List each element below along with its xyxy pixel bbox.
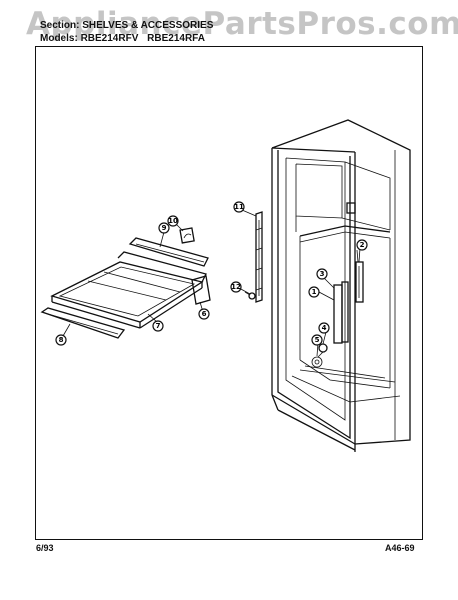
svg-text:7: 7 [156,322,161,330]
model-number-1: RBE214RFV [80,33,139,44]
callout-8: 8 [55,334,67,346]
part-8-front-trim [40,307,126,339]
callout-12: 12 [230,281,242,293]
callout-9: 9 [158,222,170,234]
svg-text:4: 4 [322,324,327,332]
svg-text:12: 12 [231,283,241,291]
part-7-shelf-assembly [50,251,211,329]
freezer-clip [346,202,356,214]
callout-11: 11 [233,201,245,213]
diagram-frame [35,46,423,540]
model-number-2: RBE214RFA [147,33,205,44]
svg-text:9: 9 [162,224,167,232]
watermark: AppliancePartsPros.com [26,6,458,42]
footer-date: 6/93 [36,543,54,553]
callout-10: 10 [167,215,179,227]
part-2-bracket [355,249,364,303]
svg-text:10: 10 [168,217,178,225]
callout-5: 5 [311,334,323,346]
callout-4: 4 [318,322,330,334]
part-12-screw [244,291,256,300]
svg-text:1: 1 [312,288,317,296]
section-title: Section: SHELVES & ACCESSORIES [40,20,214,31]
svg-text:3: 3 [320,270,325,278]
callout-2: 2 [356,239,368,251]
svg-text:8: 8 [59,336,64,344]
part-10-clip [179,227,195,244]
callout-6: 6 [198,308,210,320]
callout-7: 7 [152,320,164,332]
svg-text:2: 2 [360,241,365,249]
refrigerator-cabinet [271,119,411,452]
svg-text:11: 11 [234,203,244,211]
svg-text:5: 5 [315,336,320,344]
models-label: Models: [40,33,78,44]
part-4-part-5-hardware [311,343,328,368]
models-line: Models: RBE214RFV RBE214RFA [40,33,205,44]
footer-code: A46-69 [385,543,415,553]
svg-text:6: 6 [202,310,207,318]
callout-3: 3 [316,268,328,280]
callout-1: 1 [308,286,320,298]
part-11-vertical-rail [255,211,263,303]
part-9-trim-strip [128,237,209,267]
